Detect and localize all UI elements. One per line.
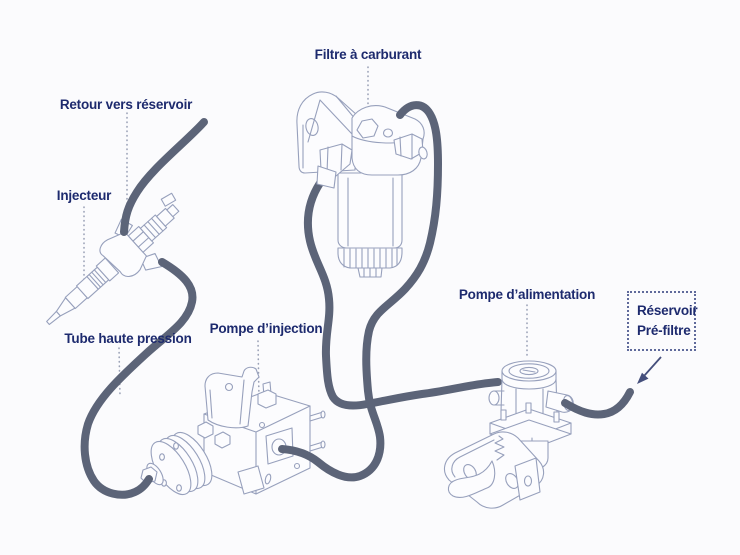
callout-line-prefilter: Pré-filtre [637,323,691,338]
injection-pump-illustration [140,366,326,496]
injector-illustration [46,192,180,326]
reservoir-arrow [637,356,662,384]
reservoir-prefilter-callout: Réservoir Pré-filtre [627,291,698,351]
hose-filter-to-feed-pump [303,179,502,410]
callout-line-reservoir: Réservoir [637,303,698,318]
hose-return-to-tank [120,118,208,236]
label-return-to-tank: Retour vers réservoir [59,97,193,112]
label-injector: Injecteur [56,188,112,203]
hose-filter-to-injection-pump [278,101,443,482]
leader-injection-pump [257,340,260,400]
label-high-pressure-tube: Tube haute pression [64,331,192,346]
feed-pump-illustration [443,360,574,509]
hose-to-reservoir [561,388,634,419]
hose-high-pressure-tube [80,258,197,499]
leader-high-pressure-tube [118,347,121,397]
label-feed-pump: Pompe d’alimentation [458,287,596,302]
label-fuel-filter: Filtre à carburant [314,47,422,62]
fuel-filter-illustration [296,91,428,278]
label-injection-pump: Pompe d’injection [209,321,323,336]
